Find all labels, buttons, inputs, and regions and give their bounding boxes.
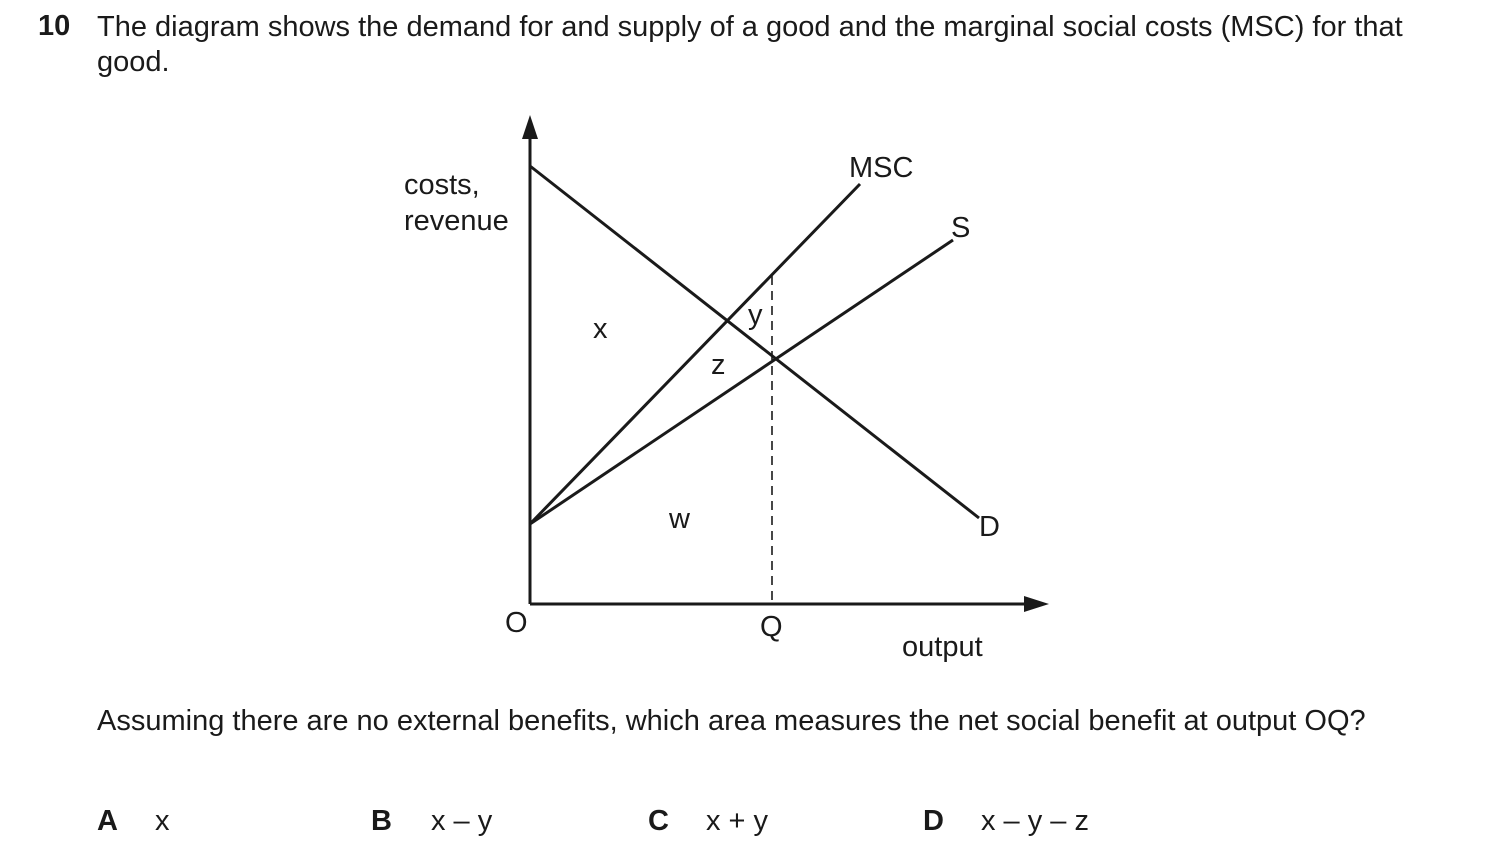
option-b-letter: B (371, 805, 392, 837)
question-number: 10 (38, 10, 71, 42)
x-axis-label: output (902, 631, 983, 663)
msc-label: MSC (849, 152, 913, 184)
msc-curve (528, 182, 862, 526)
question-stem: The diagram shows the demand for and sup… (97, 11, 1403, 78)
supply-curve (529, 238, 954, 526)
option-c-letter: C (648, 805, 669, 837)
area-z-label: z (711, 349, 726, 381)
economics-diagram: costs, revenue output O Q MSC S D x y z … (404, 115, 1049, 663)
q-label: Q (760, 611, 783, 643)
option-d-text: x – y – z (981, 805, 1089, 837)
demand-label: D (979, 511, 1000, 543)
option-c-text: x + y (706, 805, 769, 837)
y-axis-arrow (522, 115, 538, 139)
supply-label: S (951, 212, 970, 244)
x-axis-arrow (1024, 596, 1049, 612)
area-x-label: x (593, 313, 608, 345)
option-d-letter: D (923, 805, 944, 837)
origin-label: O (505, 607, 528, 639)
area-w-label: w (668, 503, 691, 535)
y-axis-label-line1: costs, (404, 169, 480, 201)
option-a-letter: A (97, 805, 118, 837)
y-axis-label-line2: revenue (404, 205, 509, 237)
area-y-label: y (748, 299, 763, 331)
demand-curve (529, 164, 980, 520)
option-b-text: x – y (431, 805, 493, 837)
option-a-text: x (155, 805, 170, 837)
question-prompt: Assuming there are no external benefits,… (97, 705, 1366, 737)
